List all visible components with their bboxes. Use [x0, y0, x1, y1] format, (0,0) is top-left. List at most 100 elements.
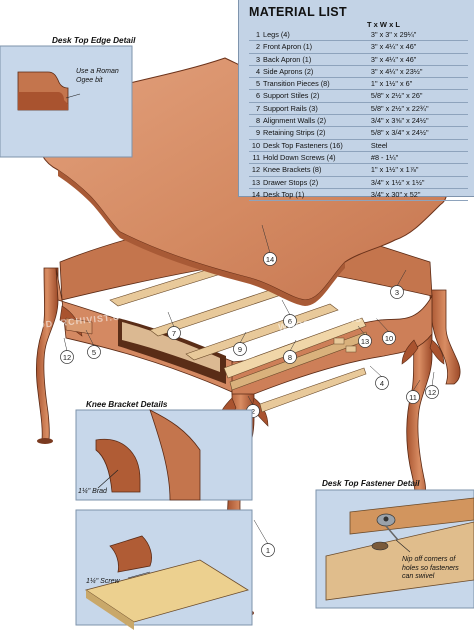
material-dim: 3" x 4¼" x 46"	[370, 53, 468, 66]
material-name: Alignment Walls (2)	[263, 114, 371, 128]
material-dim: 5/8" x 3/4" x 24½"	[370, 126, 468, 140]
material-num: 13	[249, 176, 264, 189]
callout-8: 8	[283, 350, 297, 364]
material-num: 11	[249, 151, 264, 165]
material-list-column-header: T x W x L	[367, 20, 400, 29]
screw-label: 1¼" Screw	[86, 578, 120, 585]
support-rails	[109, 261, 369, 443]
svg-text:14: 14	[266, 255, 274, 264]
material-dim: 3/4" x 1½" x 1½"	[370, 176, 468, 189]
material-name: Front Apron (1)	[263, 40, 371, 54]
svg-text:11: 11	[409, 393, 417, 402]
material-num: 4	[249, 65, 264, 79]
material-name: Legs (4)	[263, 29, 371, 42]
svg-text:13: 13	[361, 337, 369, 346]
svg-text:5: 5	[92, 348, 96, 357]
material-num: 2	[249, 40, 264, 54]
material-name: Support Rails (3)	[263, 102, 371, 116]
callout-11: 11	[406, 390, 420, 404]
material-dim: 3/4" x 30" x 52"	[370, 188, 468, 202]
material-list-title: MATERIAL LIST	[249, 5, 347, 19]
material-name: Retaining Strips (2)	[263, 126, 371, 140]
svg-text:7: 7	[172, 329, 176, 338]
svg-text:1: 1	[266, 546, 270, 555]
material-name: Desk Top (1)	[263, 188, 371, 202]
knee-bracket-title: Knee Bracket Details	[86, 400, 168, 409]
material-dim: 3" x 3" x 29¼"	[370, 29, 468, 42]
svg-text:8: 8	[288, 353, 292, 362]
svg-text:12: 12	[428, 388, 436, 397]
callout-5: 5	[87, 345, 101, 359]
material-dim: 3/4" x 3⅝" x 24½"	[370, 114, 468, 128]
material-name: Drawer Stops (2)	[263, 176, 371, 189]
callout-10: 10	[382, 331, 396, 345]
svg-text:9: 9	[238, 345, 242, 354]
material-dim: 5/8" x 2½" x 26"	[370, 89, 468, 103]
callout-4: 4	[375, 376, 389, 390]
material-num: 5	[249, 77, 264, 91]
callout-9: 9	[233, 342, 247, 356]
material-name: Hold Down Screws (4)	[263, 151, 371, 165]
material-dim: 3" x 4¼" x 46"	[370, 40, 468, 54]
material-dim: 1" x 1½" x 1⅞"	[370, 163, 468, 177]
material-num: 7	[249, 102, 264, 116]
material-num: 9	[249, 126, 264, 140]
material-name: Knee Brackets (8)	[263, 163, 371, 177]
callout-12-left: 12	[60, 350, 74, 364]
svg-text:4: 4	[380, 379, 384, 388]
material-name: Side Aprons (2)	[263, 65, 371, 79]
callout-7: 7	[167, 326, 181, 340]
material-name: Desk Top Fasteners (16)	[263, 139, 371, 152]
fastener-detail-title: Desk Top Fastener Detail	[322, 479, 420, 488]
callout-markers: 14 3 6 7 9 8 13 10 4 5 12 12 11 2 1	[60, 224, 439, 557]
svg-text:2: 2	[251, 407, 255, 416]
material-name: Transition Pieces (8)	[263, 77, 371, 91]
material-num: 14	[249, 188, 264, 202]
fastener-inset	[315, 489, 474, 609]
fastener-note: Nip off corners of holes so fasteners ca…	[402, 556, 459, 580]
brad-label: 1¼" Brad	[78, 488, 107, 495]
material-dim: Steel	[370, 139, 468, 152]
callout-13: 13	[358, 334, 372, 348]
material-num: 12	[249, 163, 264, 177]
callout-14: 14	[263, 252, 277, 266]
svg-text:10: 10	[385, 334, 393, 343]
material-dim: 5/8" x 2½" x 22¾"	[370, 102, 468, 116]
svg-text:3: 3	[395, 288, 399, 297]
callout-3: 3	[390, 285, 404, 299]
material-dim: #8 - 1¼"	[370, 151, 468, 165]
material-name: Back Apron (1)	[263, 53, 371, 66]
callout-12-right: 12	[425, 385, 439, 399]
material-num: 8	[249, 114, 264, 128]
material-dim: 1" x 1½" x 6"	[370, 77, 468, 91]
edge-detail-title: Desk Top Edge Detail	[52, 36, 136, 45]
material-name: Support Stiles (2)	[263, 89, 371, 103]
svg-text:12: 12	[63, 353, 71, 362]
callout-1: 1	[261, 543, 275, 557]
material-num: 3	[249, 53, 264, 66]
material-num: 10	[249, 139, 264, 152]
material-num: 6	[249, 89, 264, 103]
edge-detail-inset	[0, 45, 133, 158]
material-num: 1	[249, 29, 264, 42]
knee-bracket-inset	[75, 409, 253, 630]
svg-text:6: 6	[288, 317, 292, 326]
edge-detail-note: Use a Roman Ogee bit	[76, 68, 119, 84]
